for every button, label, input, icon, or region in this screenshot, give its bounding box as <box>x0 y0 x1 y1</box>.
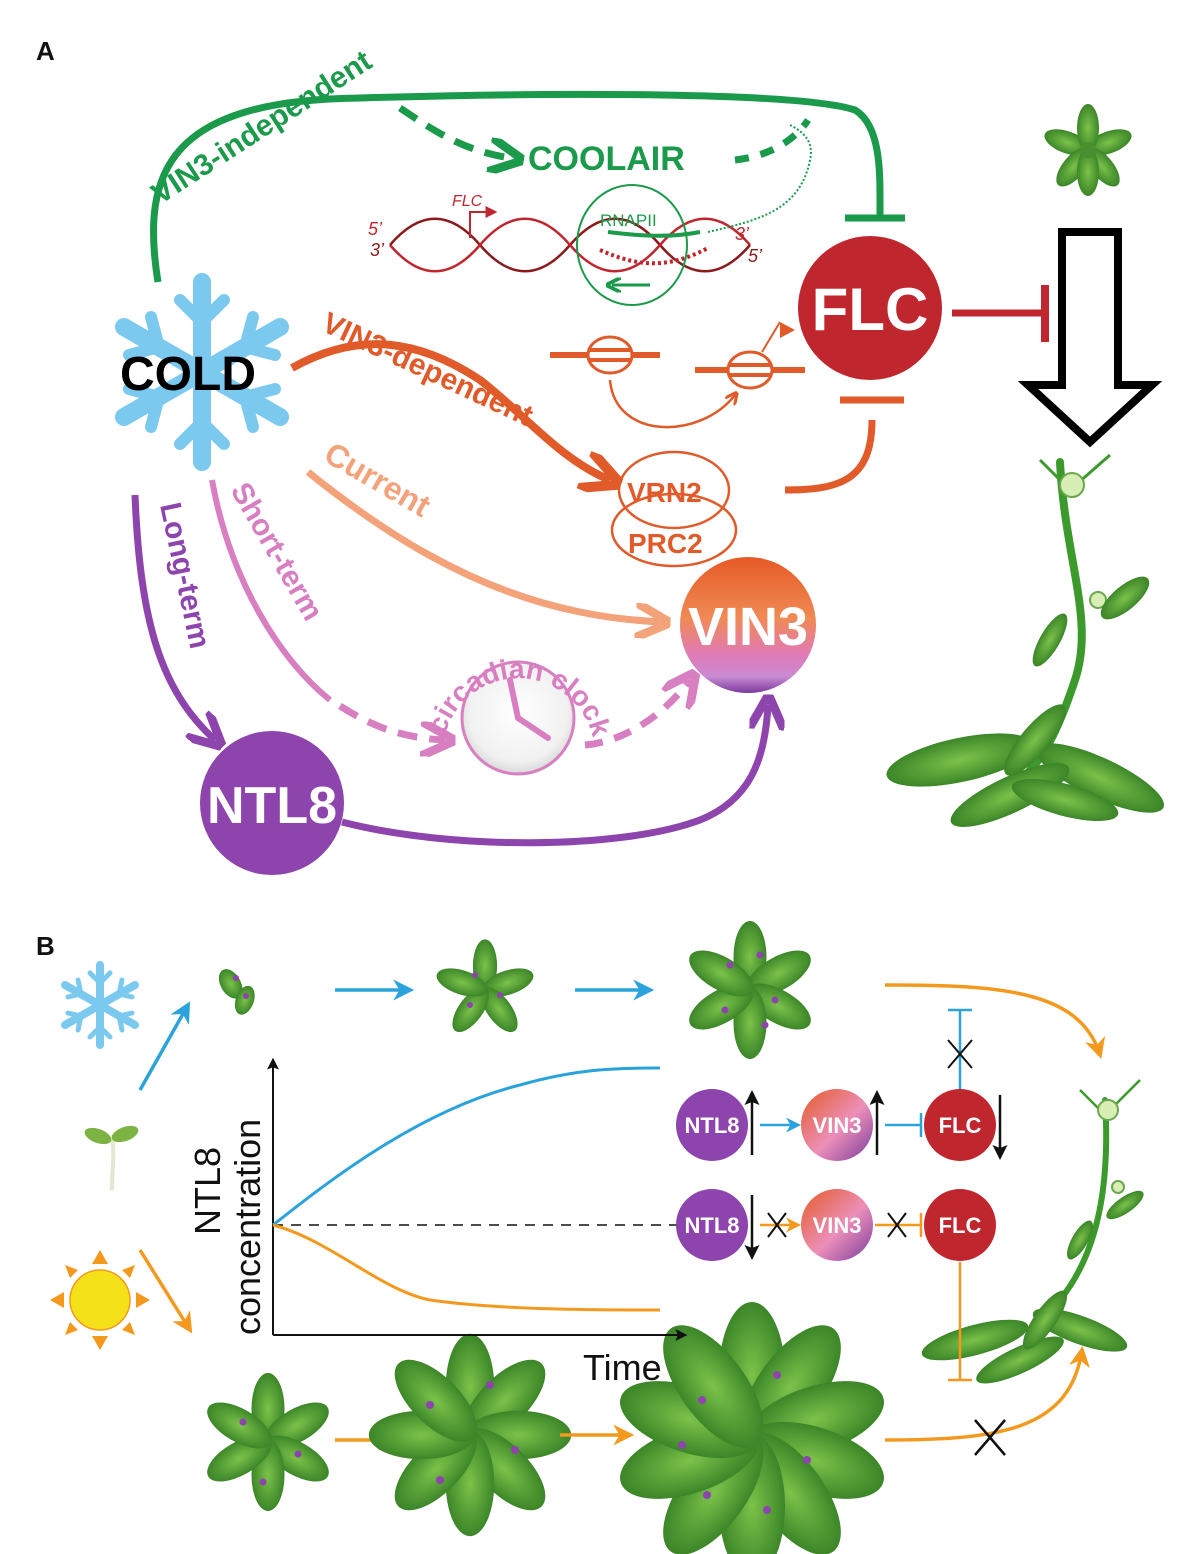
dna-five-prime-right: 5’ <box>748 246 763 266</box>
cold-ntl8-node <box>676 1089 748 1161</box>
transcription-start-arrow <box>469 206 498 238</box>
blocked-x-cold <box>947 1039 973 1069</box>
warm-to-flowering-arrow <box>884 1345 1090 1442</box>
vin3-node <box>680 557 816 693</box>
long-term-label: Long-term <box>153 500 216 652</box>
dna-flc-gene-label: FLC <box>452 193 483 210</box>
flowering-plant-icon <box>886 453 1165 827</box>
y-axis-label-ntl8: NTL8 <box>187 1147 228 1235</box>
prc2-label: PRC2 <box>628 528 703 559</box>
warm-flc-label: FLC <box>939 1213 982 1238</box>
vin3-dependent-label: VIN3-dependent <box>317 306 538 432</box>
y-axis-label-concentration: concentration <box>227 1119 268 1335</box>
cold-ntl8-label: NTL8 <box>685 1113 740 1138</box>
warm-rosette-3 <box>610 1302 894 1554</box>
ntl8-node <box>200 731 344 875</box>
flc-label: FLC <box>812 276 929 343</box>
coolair-dashed-arrow-left <box>398 105 510 158</box>
cold-flc-label: FLC <box>939 1113 982 1138</box>
ntl8-label: NTL8 <box>207 777 337 835</box>
vrn2-circle <box>617 450 731 530</box>
snowflake-icon <box>115 273 289 471</box>
blocked-x-ntl8-vin3 <box>767 1212 787 1238</box>
panel-a-label: A <box>36 36 55 66</box>
rnapii-label: RNAPII <box>600 211 657 230</box>
cold-rosette-1 <box>218 969 255 1015</box>
current-arrow <box>305 469 660 622</box>
cold-rosette-3 <box>681 921 819 1059</box>
seedling-to-cold-arrow <box>138 1001 191 1091</box>
warm-ntl8-label: NTL8 <box>685 1213 740 1238</box>
clock-hands <box>507 677 551 741</box>
dna-five-prime-left: 5’ <box>368 219 383 239</box>
blocked-x-vin3-flc <box>887 1212 907 1238</box>
panel-b-label: B <box>36 931 55 961</box>
warm-ntl8-node <box>676 1189 748 1261</box>
sun-icon <box>50 1250 150 1350</box>
cold-vin3-node <box>801 1089 873 1161</box>
cold-ntl8-curve <box>272 1066 661 1227</box>
blocked-x-bottom <box>974 1419 1006 1456</box>
warm-rosette-1 <box>199 1373 337 1511</box>
cold-flc-node <box>924 1089 996 1161</box>
prc2-circle <box>610 492 738 568</box>
vrn2-label: VRN2 <box>627 477 702 508</box>
vin3-independent-arrow <box>150 90 884 283</box>
short-term-arrow <box>209 479 332 703</box>
warm-pathway: NTL8 VIN3 FLC <box>676 1189 996 1382</box>
dna-three-prime-right: 3’ <box>735 224 750 244</box>
short-term-dashed-arrow <box>338 703 445 740</box>
coolair-label: COOLAIR <box>528 140 685 178</box>
cold-rosette-2 <box>433 939 537 1039</box>
flowering-plant-b-icon <box>921 1079 1144 1384</box>
warm-ntl8-curve <box>272 1223 661 1312</box>
long-term-arrow <box>131 494 215 740</box>
ntl8-to-vin3-arrow <box>341 705 768 847</box>
prc2-methylation-arrow <box>608 379 735 429</box>
cold-vin3-label: VIN3 <box>813 1113 862 1138</box>
clock-to-vin3-dashed-arrow <box>584 680 690 749</box>
flowering-transition-arrow <box>1017 228 1163 448</box>
nucleosome-marked <box>695 321 805 390</box>
warm-rosette-2 <box>368 1333 572 1537</box>
x-axis-label-time: Time <box>583 1347 662 1388</box>
vegetative-rosette-icon <box>1041 104 1135 196</box>
cold-label: COLD <box>120 348 256 401</box>
seedling-icon <box>84 1125 139 1191</box>
warm-vin3-node <box>801 1189 873 1261</box>
flc-dna-helix <box>389 124 812 273</box>
nucleosome-unmarked <box>550 335 660 375</box>
vin3-label: VIN3 <box>688 597 808 657</box>
flc-node <box>798 236 942 380</box>
cold-snowflake-icon <box>61 961 139 1049</box>
cold-pathway: NTL8 VIN3 FLC <box>676 1008 1008 1161</box>
vin3-dependent-arrow <box>290 340 610 480</box>
prc2-flc-inhibition <box>784 419 876 494</box>
vin3-independent-label: VIN3-independent <box>146 44 378 211</box>
dna-three-prime-left: 3’ <box>370 240 385 260</box>
current-label: Current <box>319 435 437 524</box>
cold-to-flowering-arrow <box>884 983 1106 1060</box>
warm-flc-node <box>924 1189 996 1261</box>
seedling-to-warm-arrow <box>138 1249 193 1334</box>
short-term-label: Short-term <box>224 477 329 626</box>
ntl8-concentration-chart: NTL8 concentration Time <box>187 1057 688 1388</box>
coolair-dashed-line-right <box>734 118 811 164</box>
warm-vin3-label: VIN3 <box>813 1213 862 1238</box>
rnapii-complex <box>576 184 688 306</box>
